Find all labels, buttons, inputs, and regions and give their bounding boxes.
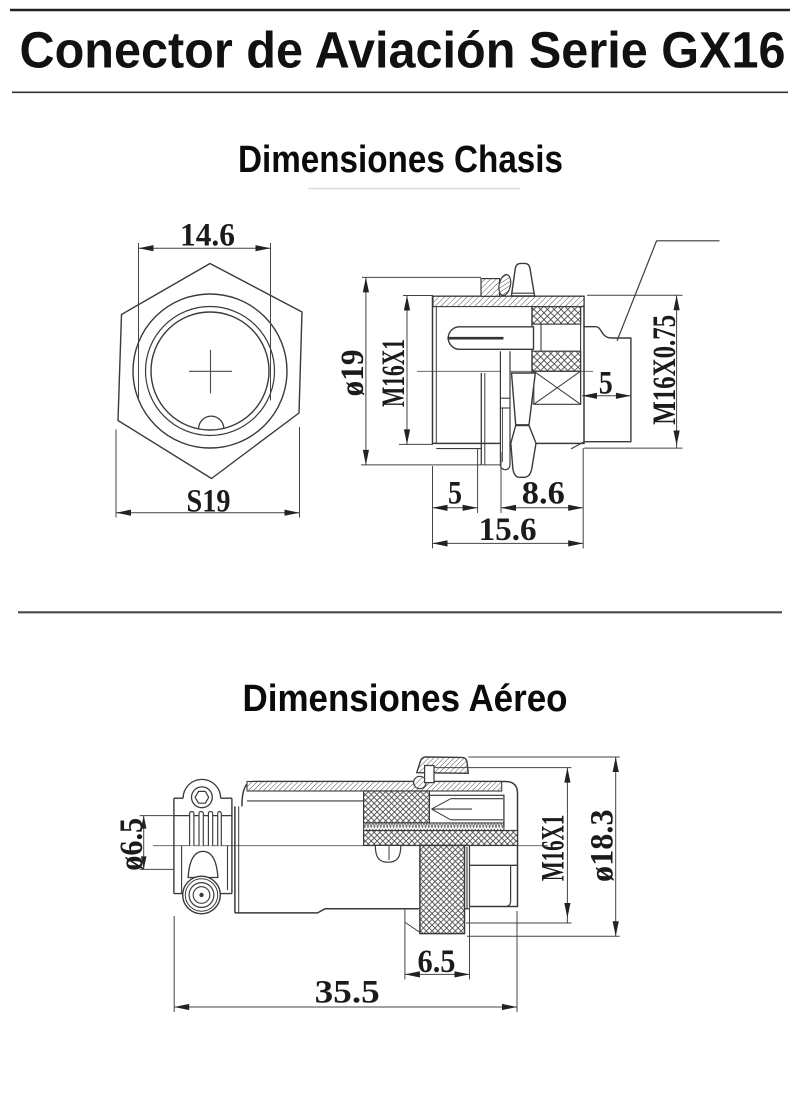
svg-text:M16X1: M16X1 xyxy=(536,815,572,882)
svg-text:15.6: 15.6 xyxy=(479,512,537,548)
svg-text:14.6: 14.6 xyxy=(180,217,235,253)
svg-text:ø6.5: ø6.5 xyxy=(114,818,150,871)
svg-text:6.5: 6.5 xyxy=(418,944,456,980)
svg-text:S19: S19 xyxy=(187,484,231,520)
svg-text:Dimensiones Chasis: Dimensiones Chasis xyxy=(238,139,563,181)
svg-text:M16X0.75: M16X0.75 xyxy=(647,315,683,425)
svg-text:5: 5 xyxy=(599,365,613,401)
svg-text:ø18.3: ø18.3 xyxy=(585,809,621,882)
svg-text:Dimensiones Aéreo: Dimensiones Aéreo xyxy=(243,678,568,720)
svg-text:ø19: ø19 xyxy=(335,350,371,397)
svg-text:5: 5 xyxy=(448,475,462,511)
svg-text:35.5: 35.5 xyxy=(315,975,380,1011)
svg-text:8.6: 8.6 xyxy=(522,475,565,511)
svg-text:Conector de Aviación Serie GX1: Conector de Aviación Serie GX16 xyxy=(20,22,786,79)
svg-text:M16X1: M16X1 xyxy=(376,339,412,407)
